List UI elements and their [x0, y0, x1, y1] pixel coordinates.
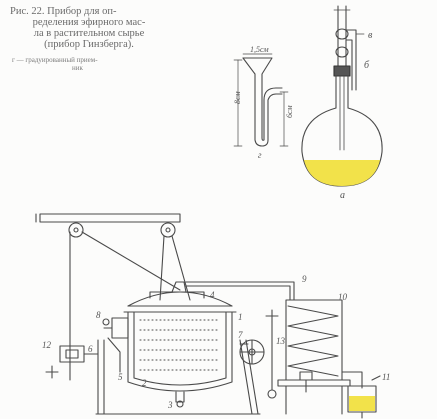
label-11: 11 — [382, 372, 390, 382]
label-1: 1 — [238, 312, 243, 322]
caption-line-4: (прибор Гинзберга). — [44, 39, 134, 50]
legend-line-2: ник — [72, 64, 83, 72]
label-2: 2 — [142, 378, 147, 388]
receiver-right-height-label: 6см — [285, 105, 294, 118]
label-8: 8 — [96, 310, 101, 320]
caption-line-1: Рис. 22. Прибор для оп- — [10, 6, 117, 17]
main-apparatus — [35, 213, 381, 419]
label-7: 7 — [238, 330, 243, 340]
flask-label-flask: а — [340, 190, 345, 201]
figure-caption: Рис. 22. Прибор для оп- ределения эфирно… — [10, 6, 168, 50]
graduated-receiver — [233, 53, 289, 147]
label-12: 12 — [42, 340, 52, 350]
receiver-liquid — [349, 396, 375, 411]
label-13: 13 — [276, 336, 286, 346]
receiver-top-mark-label: 1,5см — [250, 45, 269, 54]
label-6: 6 — [88, 344, 93, 354]
flask-liquid — [304, 160, 380, 186]
label-10: 10 — [338, 292, 348, 302]
caption-line-2: ределения эфирного мас- — [32, 17, 146, 28]
flask-label-condenser: в — [368, 30, 373, 41]
legend-line-1: г — градуированный прием- — [12, 56, 98, 64]
label-9: 9 — [302, 274, 307, 284]
caption-line-3: ла в растительном сырье — [33, 28, 145, 39]
receiver-left-height-label: 8см — [233, 91, 242, 104]
label-5: 5 — [118, 372, 123, 382]
figure-legend: г — градуированный прием- ник — [12, 56, 172, 72]
label-4: 4 — [210, 290, 215, 300]
receiver-letter-label: г — [258, 150, 262, 160]
label-3: 3 — [167, 400, 173, 410]
flask-label-stopper: б — [364, 60, 370, 71]
